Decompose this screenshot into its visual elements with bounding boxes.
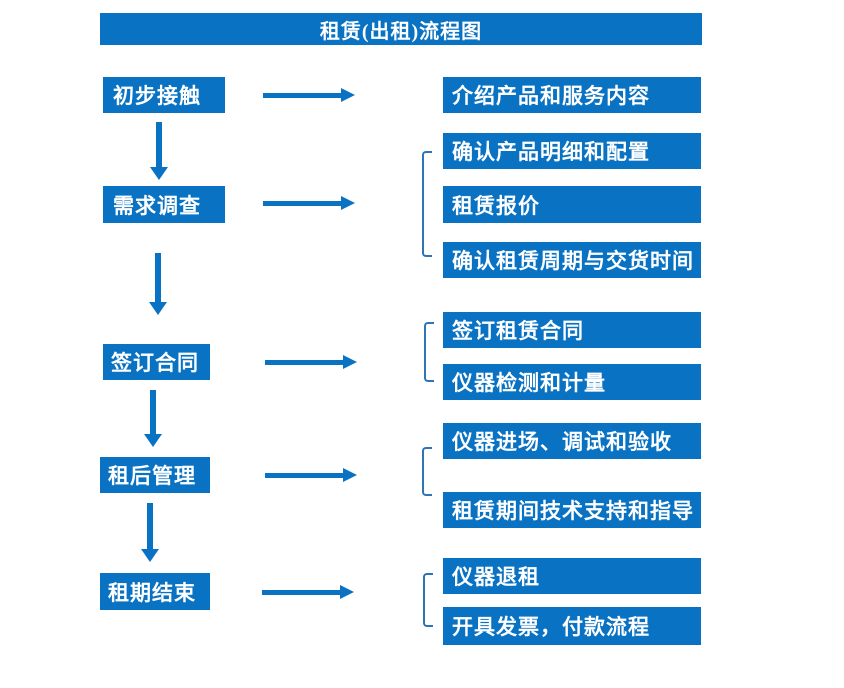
arrow-head [341,88,355,102]
detail-box-instrument-return: 仪器退租 [443,558,701,594]
down-arrow [144,390,162,447]
down-arrow [150,122,168,180]
flowchart-title: 租赁(出租)流程图 [100,13,702,45]
arrow-head [149,302,167,315]
arrow-head [341,196,355,210]
down-arrow [149,253,167,315]
arrow-head [141,549,159,562]
arrow-shaft [262,590,340,595]
group-bracket [424,322,434,382]
detail-box-rental-quote: 租赁报价 [443,186,701,223]
arrow-head [343,468,357,482]
arrow-shaft [156,122,162,167]
step-box-post-rental-management: 租后管理 [100,457,210,493]
group-bracket [422,151,432,257]
step-box-rental-end: 租期结束 [100,573,210,610]
group-bracket [422,447,432,496]
arrow-shaft [155,253,161,302]
detail-box-instrument-setup-acceptance: 仪器进场、调试和验收 [443,423,701,459]
detail-box-tech-support: 租赁期间技术支持和指导 [443,492,701,528]
right-arrow [265,355,357,369]
down-arrow [141,503,159,562]
right-arrow [263,196,355,210]
arrow-shaft [265,360,343,365]
detail-box-sign-rental-contract: 签订租赁合同 [443,312,701,348]
right-arrow [263,88,355,102]
detail-box-instrument-inspection: 仪器检测和计量 [443,364,701,400]
arrow-shaft [265,473,343,478]
step-box-sign-contract: 签订合同 [103,344,210,380]
step-box-demand-survey: 需求调查 [103,186,225,223]
arrow-head [340,585,354,599]
detail-box-introduce-products: 介绍产品和服务内容 [443,77,701,113]
arrow-head [150,167,168,180]
arrow-shaft [263,201,341,206]
detail-box-confirm-rental-period: 确认租赁周期与交货时间 [443,242,701,278]
arrow-head [343,355,357,369]
arrow-head [144,434,162,447]
arrow-shaft [263,93,341,98]
detail-box-invoice-payment: 开具发票，付款流程 [443,607,701,645]
right-arrow [265,468,357,482]
group-bracket [423,573,433,627]
step-box-initial-contact: 初步接触 [103,77,225,113]
arrow-shaft [147,503,153,549]
arrow-shaft [150,390,156,434]
detail-box-confirm-product-details: 确认产品明细和配置 [443,133,701,169]
right-arrow [262,585,354,599]
